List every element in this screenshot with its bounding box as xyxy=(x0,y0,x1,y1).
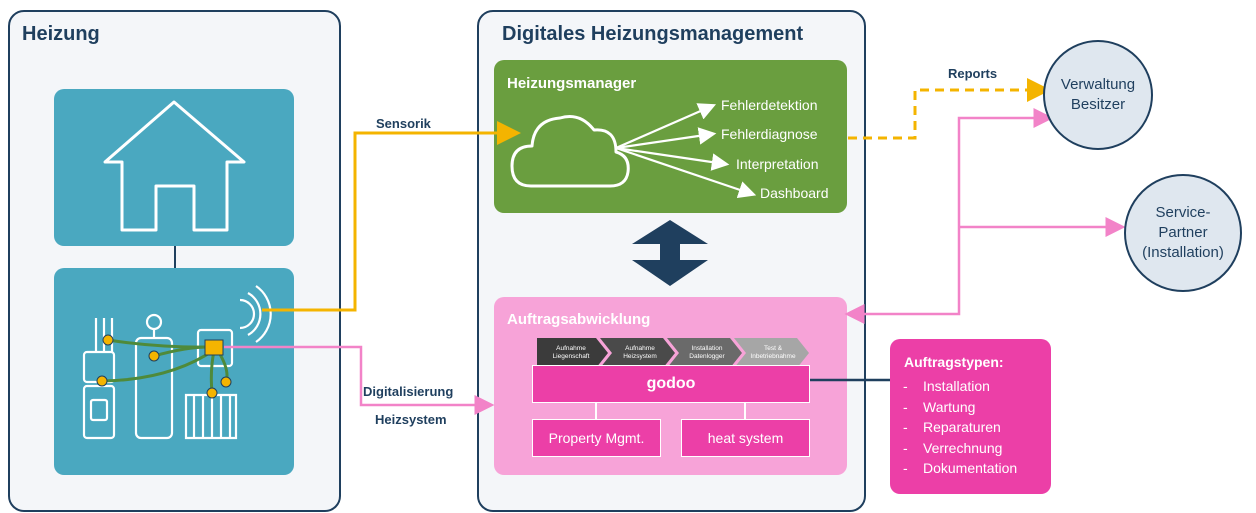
sensorik-connector xyxy=(262,121,521,312)
order-type-item: Verrechnung xyxy=(903,438,1017,459)
heating-panel-title: Heizung xyxy=(22,23,100,45)
heat-system-module: heat system xyxy=(681,419,810,457)
auftragsabwicklung-title: Auftragsabwicklung xyxy=(507,311,651,328)
manager-output-label: Interpretation xyxy=(736,156,819,172)
heizungsmanager-title: Heizungsmanager xyxy=(507,75,637,92)
manager-output-label: Fehlerdetektion xyxy=(721,97,818,113)
process-step: Aufnahme Liegenschaft xyxy=(552,345,590,360)
owner-node: Verwaltung Besitzer xyxy=(1043,40,1153,150)
process-step: Test & Inbetriebnahme xyxy=(750,345,796,360)
process-step-shape xyxy=(600,338,675,368)
reports-label: Reports xyxy=(948,66,998,81)
service-partner-node: Service- Partner (Installation) xyxy=(1124,174,1242,292)
process-step-shape xyxy=(537,338,608,368)
manager-output-label: Fehlerdiagnose xyxy=(721,126,818,142)
cloud-icon xyxy=(510,115,630,188)
order-type-item: Installation xyxy=(903,376,1017,397)
house-icon xyxy=(103,100,246,232)
house-box xyxy=(54,89,294,246)
process-step: Installation Datenlogger xyxy=(689,345,725,360)
digital-management-title: Digitales Heizungsmanagement xyxy=(502,23,804,45)
service-partner-label: Partner xyxy=(1158,224,1208,241)
order-types-title: Auftragstypen: xyxy=(904,354,1004,370)
stakeholder-link xyxy=(856,108,1054,316)
godoo-platform: godoo xyxy=(532,365,810,403)
order-type-item: Reparaturen xyxy=(903,417,1017,438)
sensor-node xyxy=(96,375,108,387)
sensor-node xyxy=(206,387,218,399)
owner-label: Besitzer xyxy=(1070,96,1126,113)
manager-output-arrows xyxy=(615,103,757,199)
manager-output-label: Dashboard xyxy=(760,185,829,201)
digitalisierung-connector xyxy=(224,345,495,415)
service-partner-label: Service- xyxy=(1155,204,1211,221)
owner-label: Verwaltung xyxy=(1060,76,1136,93)
reports-connector xyxy=(848,78,1051,140)
process-step-shape xyxy=(667,338,742,368)
process-step-shape xyxy=(734,338,809,368)
sensor-node xyxy=(102,334,114,346)
order-type-item: Dokumentation xyxy=(903,458,1017,479)
bidirectional-arrow-icon xyxy=(632,220,708,286)
order-types-box: Auftragstypen: Installation Wartung Repa… xyxy=(890,339,1051,494)
order-types-list: Installation Wartung Reparaturen Verrech… xyxy=(903,376,1017,479)
order-type-item: Wartung xyxy=(903,397,1017,418)
process-step: Aufnahme Heizsystem xyxy=(623,345,657,360)
heating-system-icon xyxy=(82,285,272,440)
sensorik-label: Sensorik xyxy=(376,116,431,131)
service-partner-label: (Installation) xyxy=(1142,244,1224,261)
heating-system-box xyxy=(54,268,294,475)
digitalisierung-label: Digitalisierung xyxy=(363,384,454,399)
datalogger-icon xyxy=(204,339,224,356)
sensor-node xyxy=(220,376,232,388)
sensor-node xyxy=(148,350,160,362)
heizsystem-label: Heizsystem xyxy=(375,412,447,427)
property-mgmt-module: Property Mgmt. xyxy=(532,419,661,457)
